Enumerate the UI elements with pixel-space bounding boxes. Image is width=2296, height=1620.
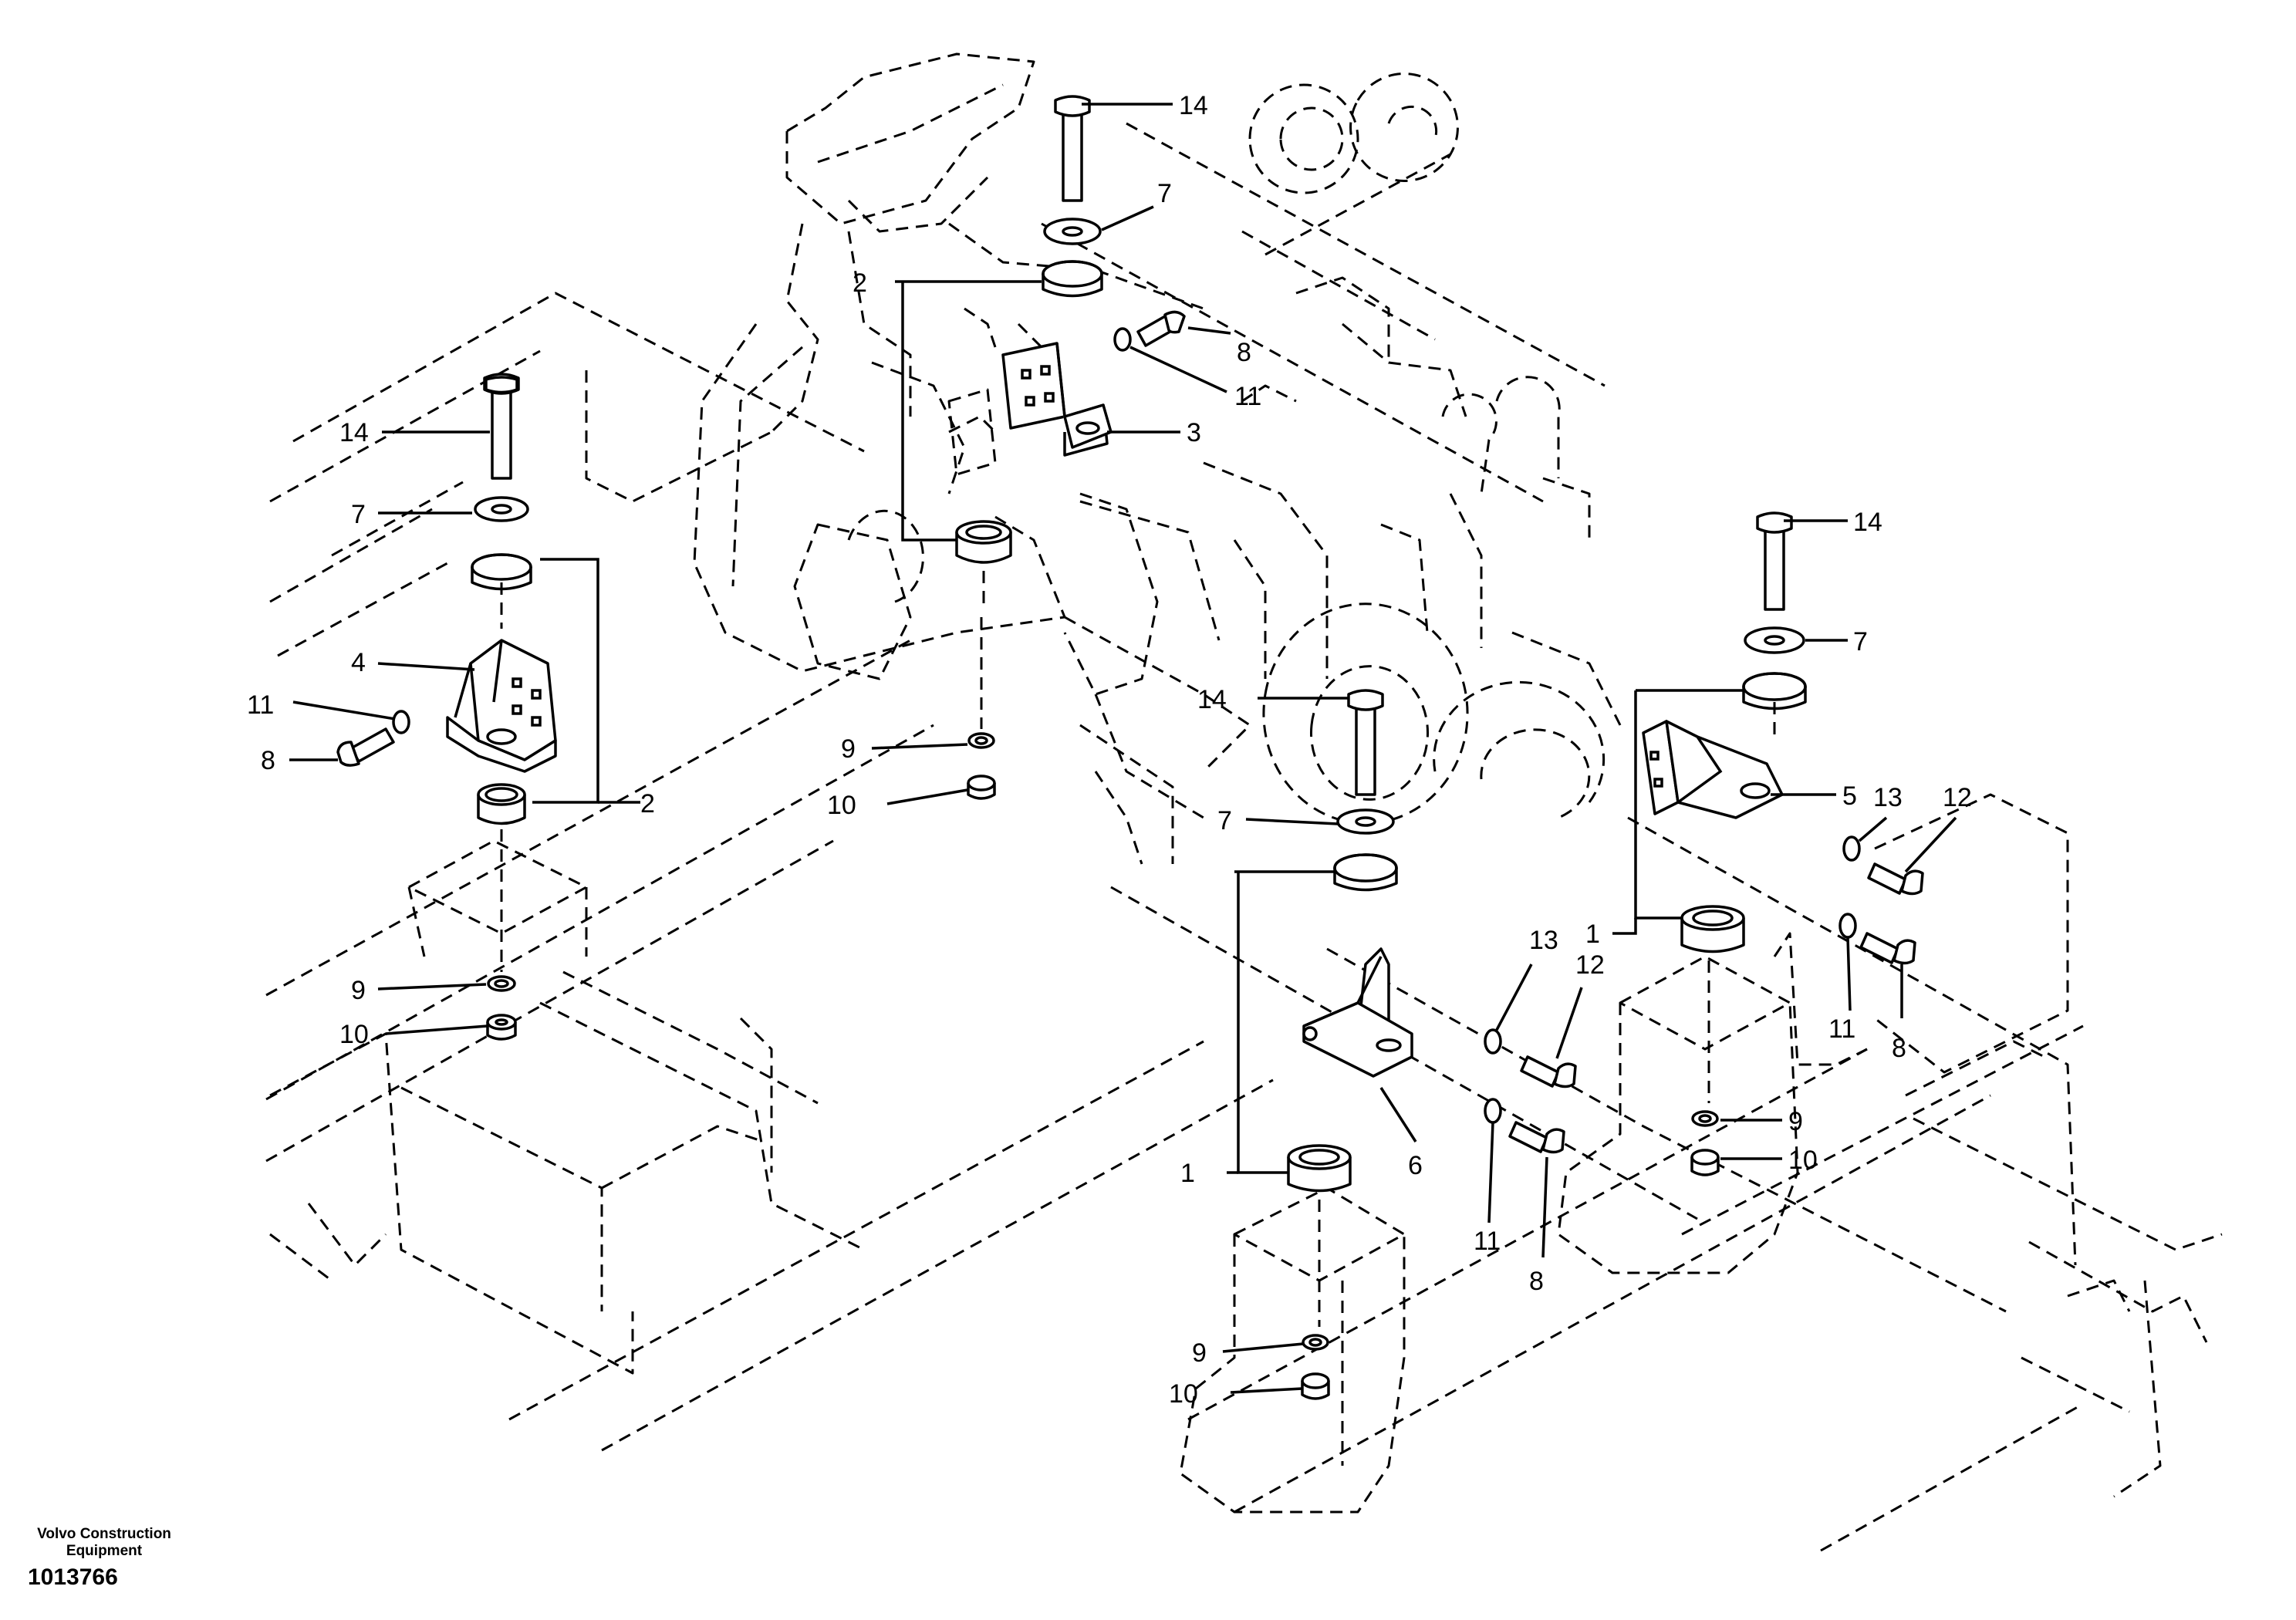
callout-4: 4 <box>351 648 366 677</box>
right-mount-stack <box>1642 511 1924 1176</box>
callout-11-top: 11 <box>1234 382 1261 411</box>
callout-6: 6 <box>1408 1151 1423 1180</box>
callout-7-left: 7 <box>351 500 366 529</box>
callout-14-top: 14 <box>1179 91 1208 120</box>
callout-1-right: 1 <box>1585 920 1600 949</box>
callouts: 14 7 4 11 8 2 9 10 14 7 2 8 11 3 9 10 14… <box>247 91 1972 1409</box>
phantom-frame <box>265 122 2223 1552</box>
callout-14-right: 14 <box>1853 508 1882 537</box>
callout-10-right: 10 <box>1788 1146 1818 1175</box>
callout-1-center: 1 <box>1180 1159 1195 1188</box>
phantom-engine <box>693 52 1622 865</box>
callout-10-left: 10 <box>339 1020 369 1049</box>
callout-13-center: 13 <box>1529 926 1558 955</box>
manufacturer-label: Volvo Construction Equipment <box>37 1526 171 1559</box>
callout-9-bottom: 9 <box>1192 1338 1207 1368</box>
callout-9-center: 9 <box>841 734 856 764</box>
callout-14-center: 14 <box>1197 685 1227 714</box>
callout-12-right: 12 <box>1943 783 1972 812</box>
callout-13-right: 13 <box>1873 783 1903 812</box>
callout-2-left: 2 <box>640 789 655 818</box>
callout-12-center: 12 <box>1575 950 1605 980</box>
callout-11-right: 11 <box>1828 1014 1855 1044</box>
leader-lines <box>289 103 1957 1394</box>
left-mount-stack <box>336 373 557 1041</box>
callout-5: 5 <box>1842 781 1857 811</box>
callout-7-top: 7 <box>1157 179 1172 208</box>
callout-11-center: 11 <box>1474 1227 1501 1256</box>
drawing-number: 1013766 <box>28 1564 118 1590</box>
callout-7-center: 7 <box>1217 806 1232 835</box>
callout-10-bottom: 10 <box>1169 1379 1198 1409</box>
lower-center-mount-stack <box>1287 689 1577 1400</box>
callout-8-center: 8 <box>1529 1267 1544 1296</box>
callout-7-right: 7 <box>1853 627 1868 656</box>
callout-14-left: 14 <box>339 418 369 447</box>
callout-8-top: 8 <box>1237 338 1251 367</box>
upper-center-mount-stack <box>947 95 1186 800</box>
callout-9-right: 9 <box>1788 1107 1803 1136</box>
callout-11-left: 11 <box>247 690 274 720</box>
callout-10-center: 10 <box>827 791 856 820</box>
callout-8-right: 8 <box>1892 1034 1906 1063</box>
callout-3: 3 <box>1187 418 1201 447</box>
callout-9-left: 9 <box>351 976 366 1005</box>
callout-2-top: 2 <box>853 268 867 298</box>
callout-8-left: 8 <box>261 746 275 775</box>
